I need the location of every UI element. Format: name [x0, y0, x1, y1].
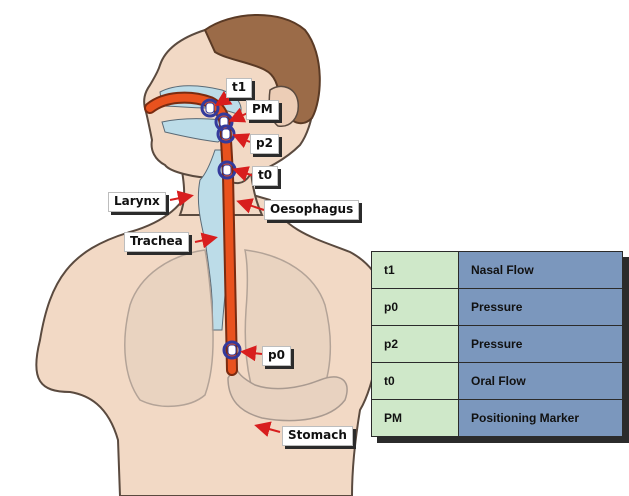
label-t1: t1	[226, 78, 252, 98]
label-oesophagus: Oesophagus	[264, 200, 359, 220]
label-pm: PM	[246, 100, 279, 120]
legend-key: PM	[372, 400, 459, 437]
label-larynx: Larynx	[108, 192, 166, 212]
legend-value: Pressure	[459, 326, 623, 363]
legend-value: Pressure	[459, 289, 623, 326]
legend-key: t0	[372, 363, 459, 400]
legend-value: Oral Flow	[459, 363, 623, 400]
label-p0: p0	[262, 346, 291, 366]
legend-key: t1	[372, 252, 459, 289]
label-trachea: Trachea	[124, 232, 189, 252]
legend-key: p2	[372, 326, 459, 363]
legend-value: Positioning Marker	[459, 400, 623, 437]
label-stomach: Stomach	[282, 426, 353, 446]
legend-key: p0	[372, 289, 459, 326]
label-t0: t0	[252, 166, 278, 186]
label-p2: p2	[250, 134, 279, 154]
legend-value: Nasal Flow	[459, 252, 623, 289]
